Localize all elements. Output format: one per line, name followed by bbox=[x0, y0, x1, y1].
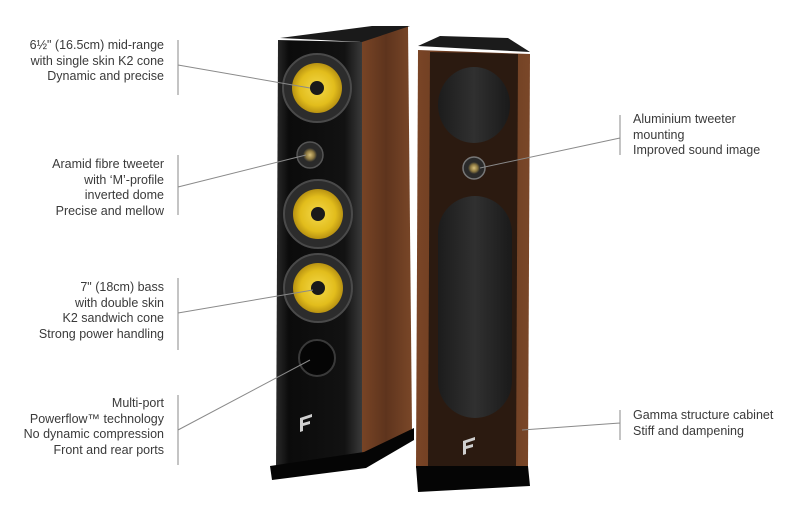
callout-bass: 7" (18cm) bass with double skin K2 sandw… bbox=[39, 280, 164, 342]
bass-driver-2-dustcap bbox=[311, 281, 325, 295]
rear-speaker-upper-grille bbox=[438, 67, 510, 143]
front-speaker-logo-icon bbox=[300, 414, 312, 432]
callout-midrange-line-1: 6½" (16.5cm) mid-range bbox=[29, 38, 164, 52]
front-speaker-wood-side bbox=[360, 26, 412, 456]
callout-cabinet-line-2: Stiff and dampening bbox=[633, 423, 744, 438]
rear-speaker-top bbox=[418, 36, 530, 52]
rear-speaker-tweeter-dome bbox=[468, 162, 480, 174]
rear-speaker-logo-icon bbox=[463, 437, 475, 455]
callout-tweeter-line-1: Aramid fibre tweeter bbox=[52, 157, 164, 171]
leader-line-tweeter-mount bbox=[479, 115, 621, 169]
callout-tweeter-mount-line-2: mounting bbox=[633, 127, 685, 142]
callout-tweeter-line-4: Precise and mellow bbox=[55, 203, 164, 218]
callout-midrange-line-3: Dynamic and precise bbox=[47, 69, 164, 83]
callout-bass-line-3: K2 sandwich cone bbox=[62, 311, 164, 325]
callout-tweeter-line-2: with ‘M’-profile bbox=[84, 172, 164, 187]
rear-speaker-lower-grille bbox=[438, 196, 512, 418]
callout-tweeter: Aramid fibre tweeter with ‘M’-profile in… bbox=[52, 157, 164, 219]
front-speaker-top bbox=[280, 26, 410, 42]
callout-bass-line-2: with double skin bbox=[75, 295, 164, 310]
leader-line-tweeter bbox=[177, 154, 307, 215]
leader-lines bbox=[177, 40, 621, 465]
callout-tweeter-mount: Aluminium tweeter mounting Improved soun… bbox=[633, 112, 760, 159]
callout-tweeter-line-3: inverted dome bbox=[84, 188, 164, 202]
callout-bass-line-1: 7" (18cm) bass bbox=[80, 280, 164, 294]
callout-port-line-4: Front and rear ports bbox=[53, 442, 164, 457]
callout-port-line-2: Powerflow™ technology bbox=[29, 411, 164, 426]
callout-midrange-line-2: with single skin K2 cone bbox=[30, 53, 164, 68]
midrange-dustcap bbox=[310, 81, 324, 95]
leader-line-cabinet bbox=[521, 410, 621, 440]
callout-midrange: 6½" (16.5cm) mid-range with single skin … bbox=[30, 38, 164, 85]
callout-cabinet-line-1: Gamma structure cabinet bbox=[633, 408, 774, 422]
callout-port-line-1: Multi-port bbox=[111, 396, 164, 410]
callout-cabinet: Gamma structure cabinet Stiff and dampen… bbox=[633, 408, 773, 439]
front-speaker-base bbox=[270, 428, 414, 480]
callout-bass-line-4: Strong power handling bbox=[38, 326, 164, 341]
leader-line-midrange bbox=[177, 40, 311, 95]
tweeter-dome bbox=[303, 148, 317, 162]
bass-port bbox=[298, 339, 336, 377]
leader-line-port bbox=[177, 359, 311, 465]
leader-line-bass bbox=[177, 278, 314, 350]
callout-port-line-3: No dynamic compression bbox=[23, 427, 164, 441]
callout-tweeter-mount-line-3: Improved sound image bbox=[633, 143, 761, 157]
callout-port: Multi-port Powerflow™ technology No dyna… bbox=[24, 396, 164, 458]
front-speaker bbox=[270, 26, 414, 480]
rear-speaker-base bbox=[416, 466, 530, 492]
callout-tweeter-mount-line-1: Aluminium tweeter bbox=[633, 112, 736, 126]
rear-speaker bbox=[416, 36, 530, 492]
bass-driver-1-dustcap bbox=[311, 207, 325, 221]
